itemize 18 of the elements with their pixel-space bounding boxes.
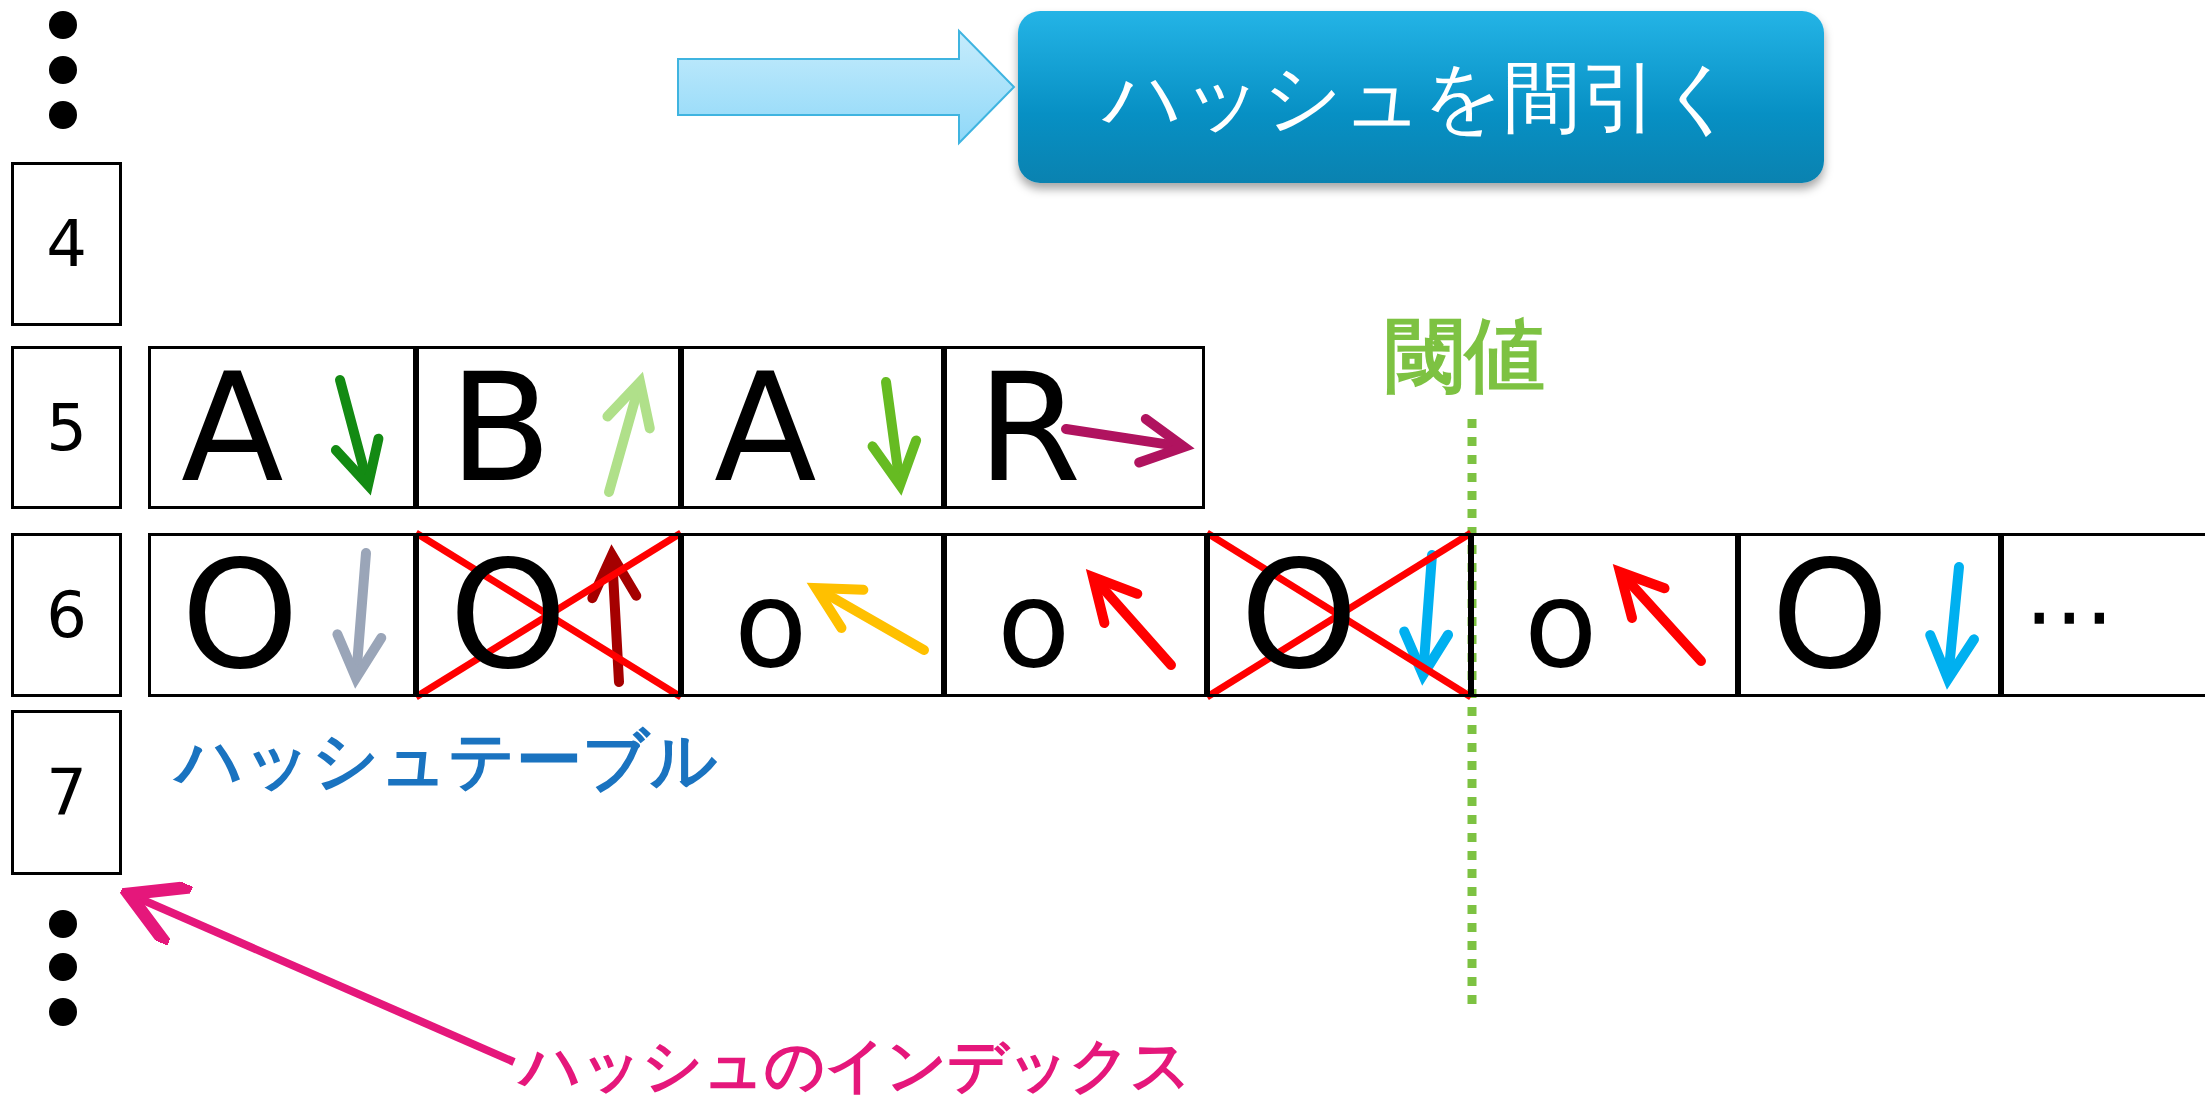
table-cell: o [944,533,1207,697]
table-cell: O [148,533,416,697]
table-cell: A [681,346,944,509]
table-cell: o [1471,533,1738,697]
table-cell: O [1738,533,2001,697]
title-banner: ハッシュを間引く [1018,11,1824,183]
table-cell: B [416,346,681,509]
block-arrow [677,28,1016,146]
index-box: 5 [11,346,122,509]
leader-arrow [122,880,516,1066]
table-cell: A [148,346,416,509]
table-cell: ⋯ [2001,533,2205,697]
index-box: 6 [11,533,122,697]
index-box: 4 [11,162,122,326]
table-cell: o [681,533,944,697]
threshold-label: 閾値 [1385,312,1545,400]
index-box: 7 [11,710,122,875]
table-cell: R [944,346,1205,509]
